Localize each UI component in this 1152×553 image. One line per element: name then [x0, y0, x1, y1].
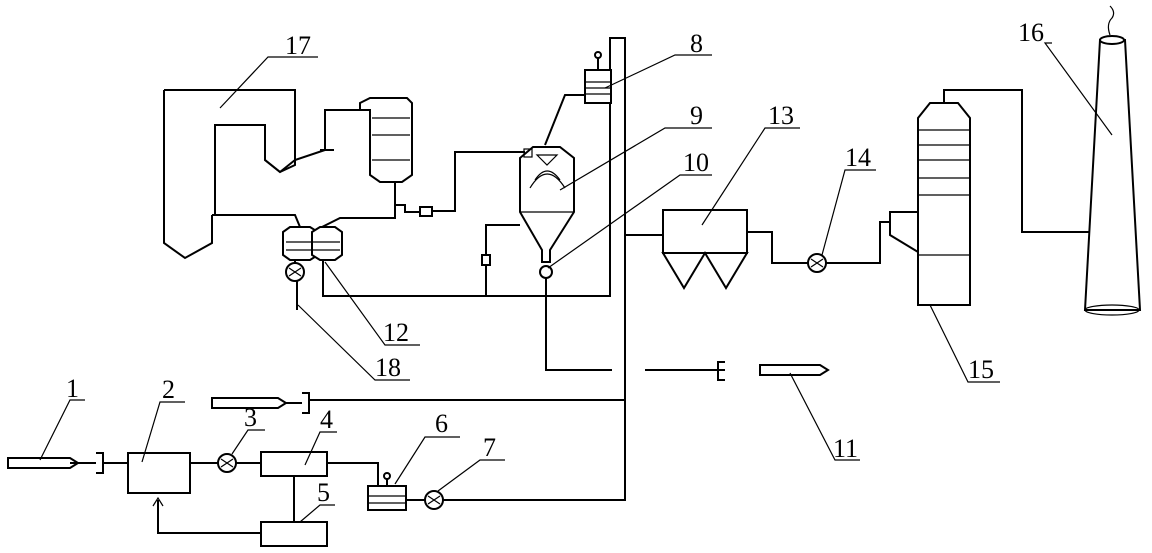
economizer — [264, 97, 525, 229]
dosing-tank-8 — [544, 51, 612, 146]
air-preheater-12 — [212, 37, 626, 410]
label-2: 2 — [162, 375, 175, 404]
label-18: 18 — [375, 353, 401, 382]
spray-dryer-9 — [481, 146, 612, 371]
label-1: 1 — [66, 374, 79, 403]
chimney-16 — [1083, 5, 1142, 316]
label-7: 7 — [483, 433, 496, 462]
label-12: 12 — [383, 318, 409, 347]
label-14: 14 — [845, 143, 871, 172]
preparation-system — [7, 392, 626, 547]
label-10: 10 — [683, 148, 709, 177]
label-15: 15 — [968, 355, 994, 384]
absorber-15 — [889, 89, 1090, 306]
label-5: 5 — [317, 478, 330, 507]
label-11: 11 — [833, 434, 858, 463]
label-8: 8 — [690, 29, 703, 58]
number-labels: 1 2 3 4 5 6 7 8 9 10 11 12 13 14 15 16 1… — [66, 18, 1044, 507]
label-6: 6 — [435, 409, 448, 438]
fan-14 — [807, 221, 892, 273]
leader-lines — [39, 42, 1113, 523]
dust-collector-13 — [625, 209, 808, 290]
label-16: 16 — [1018, 18, 1044, 47]
label-17: 17 — [285, 31, 311, 60]
pipe-11 — [645, 361, 830, 381]
label-3: 3 — [244, 403, 257, 432]
boiler-17 — [163, 89, 296, 260]
label-9: 9 — [690, 101, 703, 130]
label-4: 4 — [320, 405, 333, 434]
label-13: 13 — [768, 101, 794, 130]
